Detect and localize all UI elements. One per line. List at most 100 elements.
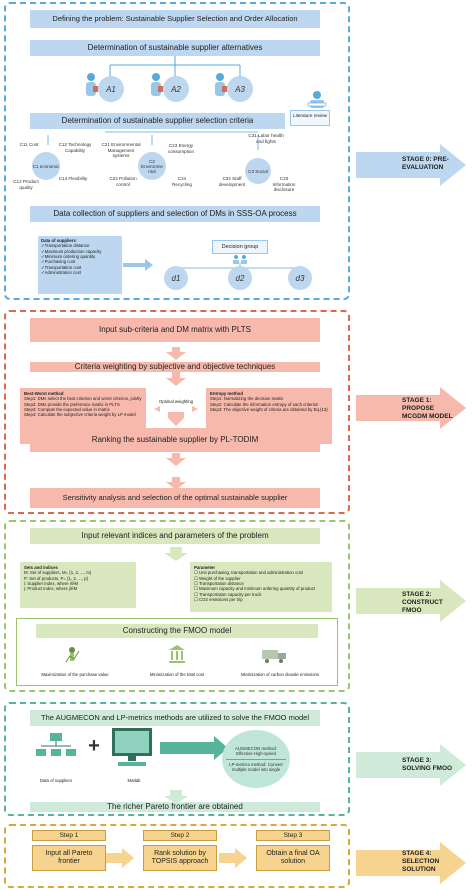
objective-min-cost: Minimization of the total cost — [149, 672, 205, 677]
sensitivity-bar: Sensitivity analysis and selection of th… — [30, 488, 320, 508]
objective-min-emissions: Minimization of carbon dioxide emissions — [240, 672, 320, 677]
alternative-a3: A3 — [227, 76, 253, 102]
supplier-data-item: ✓Minimum ordering quantity — [41, 254, 96, 260]
matlab-caption: Matlab — [127, 778, 141, 783]
step3-header: Step 3 — [256, 830, 330, 841]
person-icon — [213, 72, 227, 100]
param-item: ☐ CO2 emissions per trip — [194, 597, 243, 603]
criterion-c21: C21 Environmental Management systems — [101, 142, 141, 158]
criterion-c13: C13 Technology Capability — [58, 142, 92, 153]
stage3-frame — [4, 702, 350, 816]
augmecon-lpmetrics-circle: AUGMECON method: Effective-High-speed LP… — [222, 730, 290, 788]
reader-icon — [306, 90, 328, 110]
bwm-title: Best-Worst method — [24, 391, 64, 396]
entropy-step: Step3: The objective weight of criteria … — [210, 407, 328, 413]
param-item: ☐ Unit purchasing, transportation and ad… — [194, 570, 303, 576]
param-title: Parameter — [194, 565, 216, 570]
decision-maker-d3: d3 — [288, 266, 312, 290]
bwm-step: Step1: DMs select the best criterion and… — [24, 396, 142, 402]
supplier-data-item: ✓Transportation cost — [41, 264, 82, 270]
data-of-suppliers-title: Data of suppliers — [41, 238, 76, 243]
problem-definition-bar: Defining the problem: Sustainable Suppli… — [30, 10, 320, 28]
criterion-c33: C33 Information disclosure — [272, 176, 296, 192]
entropy-step: Step1: Normalizing the decision matrix — [210, 396, 284, 402]
bwm-step: Step4: Calculate the subjective criteria… — [24, 412, 136, 418]
criterion-c11: C11 Cost — [19, 142, 39, 147]
criterion-c24: C24 Recycling — [172, 176, 192, 187]
decision-maker-d2: d2 — [228, 266, 252, 290]
computer-icon — [108, 726, 156, 770]
data-arrow-icon — [123, 259, 153, 271]
param-item: ☐ Maximum capacity and minimum ordering … — [194, 586, 316, 592]
set-item: M: Set of suppliers, M= {1, 2, ..., m} — [24, 570, 92, 576]
stage2-frame — [4, 520, 350, 692]
ranking-bar: Ranking the sustainable supplier by PL-T… — [30, 428, 320, 452]
stage1-input-bar: Input sub-criteria and DM matrix with PL… — [30, 318, 320, 342]
criterion-c32: C32 Staff development — [218, 176, 246, 187]
decision-group-label: Decision group — [212, 240, 268, 254]
criterion-c22: C22 Pollution control — [109, 176, 137, 187]
data-of-suppliers-caption: Data of suppliers — [39, 778, 73, 783]
decision-maker-d1: d1 — [164, 266, 188, 290]
criterion-c3-social: C3 Social — [245, 158, 271, 184]
alternatives-bar: Determination of sustainable supplier al… — [30, 40, 320, 56]
sets-indices-box: Sets and indices M: Set of suppliers, M=… — [20, 562, 136, 608]
decision-group-icon — [232, 254, 248, 264]
stage3-label: STAGE 3: SOLVING FMOO — [402, 757, 453, 772]
set-item: j: Product index, where j∈M — [24, 586, 78, 592]
criteria-weighting-bar: Criteria weighting by subjective and obj… — [30, 362, 320, 372]
lpmetrics-text: LP-metrics method: Convert multiple mode… — [229, 761, 283, 772]
parameter-box: Parameter ☐ Unit purchasing, transportat… — [190, 562, 332, 612]
bwm-step: Step3: Compute the expected value in mat… — [24, 407, 110, 413]
entropy-step: Step2: Calculate the information entropy… — [210, 401, 319, 407]
stage1-frame — [4, 310, 350, 514]
stage3-title-bar: The AUGMECON and LP-metrics methods are … — [30, 710, 320, 726]
criterion-c2-environmental: C2 Environme ntal — [138, 152, 166, 180]
stage0-label: STAGE 0: PRE-EVALUATION — [402, 156, 449, 171]
criterion-c31: C31 Labor health and fights — [248, 133, 284, 144]
growth-icon — [64, 646, 80, 664]
bank-icon — [168, 644, 186, 664]
supplier-data-item: ✓Administration cost — [41, 270, 81, 276]
criterion-c1-economic: C1 economic — [32, 152, 60, 180]
criteria-bar: Determination of sustainable supplier se… — [30, 113, 285, 129]
literature-review-label: Literature review — [290, 110, 330, 126]
person-icon — [149, 72, 163, 100]
alternative-a1: A1 — [98, 76, 124, 102]
stage4-frame — [4, 824, 350, 888]
step1-body: Input all Pareto frontier — [32, 845, 106, 871]
param-item: ☐ Transportation capacity per truck — [194, 591, 262, 597]
pareto-bar: The richer Pareto frontier are obtained — [30, 802, 320, 812]
criterion-c12: C12 Product quality — [13, 179, 39, 190]
data-of-suppliers-box: Data of suppliers ✓Transportation distan… — [38, 236, 122, 294]
fmoo-title-bar: Constructing the FMOO model — [36, 624, 318, 638]
criterion-c14: C14 Flexibility — [58, 176, 88, 181]
step1-header: Step 1 — [32, 830, 106, 841]
step3-body: Obtain a final OA solution — [256, 845, 330, 871]
fmoo-box — [16, 618, 338, 686]
supplier-data-item: ✓Maximum production capacity — [41, 248, 102, 254]
objective-max-purchase: Maximization of the purchase value — [41, 672, 109, 677]
param-item: ☐ Weight of the supplier — [194, 575, 241, 581]
truck-icon — [262, 648, 288, 664]
suppliers-network-icon — [36, 732, 76, 764]
step2-body: Rank solution by TOPSIS approach — [143, 845, 217, 871]
set-item: i: Supplier index, where i∈M — [24, 581, 79, 587]
bwm-step: Step2: DMs provide the preference matrix… — [24, 401, 120, 407]
set-item: P: Set of products, P= {1, 2, ..., p} — [24, 575, 88, 581]
step2-header: Step 2 — [143, 830, 217, 841]
stage2-label: STAGE 2: CONSTRUCT FMOO — [402, 591, 443, 614]
supplier-data-item: ✓Purchasing cost — [41, 259, 76, 265]
stage4-label: STAGE 4: SELECTION SOLUTION — [402, 850, 440, 873]
stage0-frame — [4, 2, 350, 300]
augmecon-text: AUGMECON method: Effective-High-speed — [226, 746, 286, 760]
supplier-data-item: ✓Transportation distance — [41, 243, 90, 249]
stage2-input-bar: Input relevant indices and parameters of… — [30, 528, 320, 544]
entropy-title: Entropy method — [210, 391, 243, 396]
sets-title: Sets and indices — [24, 565, 58, 570]
alternative-a2: A2 — [163, 76, 189, 102]
stage1-label: STAGE 1: PROPOSE MCGDM MODEL — [402, 397, 453, 420]
plus-icon: + — [88, 735, 100, 757]
optimal-weighting-label: Optimal weighting — [158, 399, 194, 404]
